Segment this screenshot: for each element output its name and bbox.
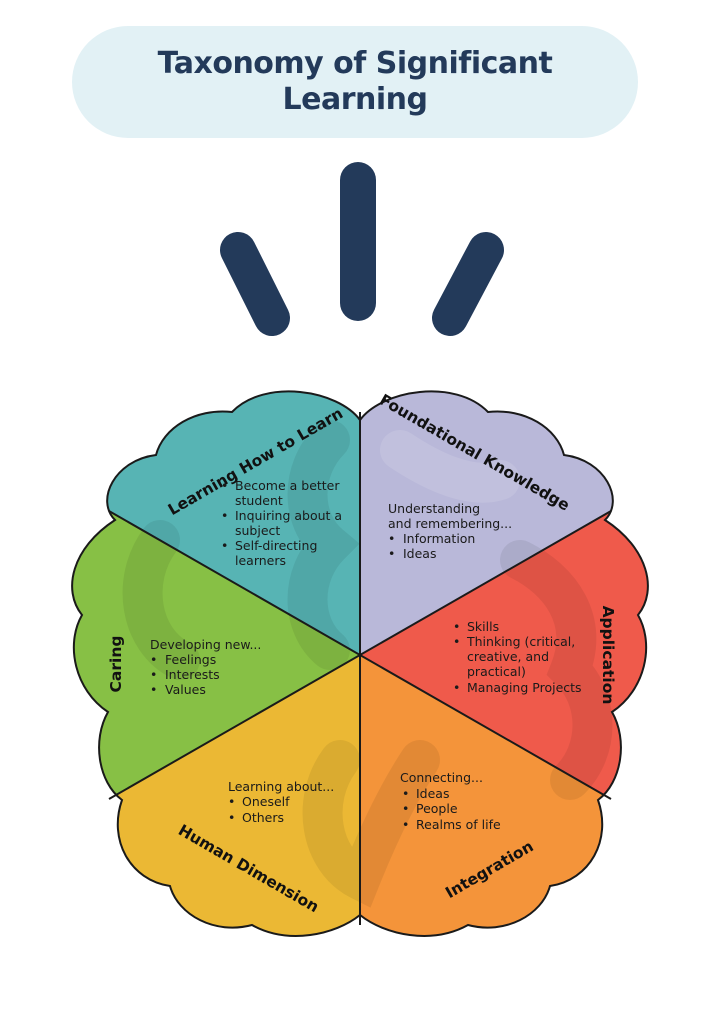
bullet: • (228, 794, 235, 809)
label-application: Application (599, 606, 617, 705)
list-item: Realms of life (416, 817, 501, 832)
segment-learning-how-to-learn (72, 391, 360, 655)
content-application: • Skills • Thinking (critical, creative,… (453, 619, 582, 695)
right-ray (432, 232, 504, 336)
list-item: student (235, 493, 283, 508)
list-item: Feelings (165, 652, 216, 667)
segment-caring (72, 425, 360, 885)
left-ray (220, 232, 290, 336)
bullet: • (150, 652, 157, 667)
bullet: • (402, 786, 409, 801)
bullet: • (453, 619, 460, 634)
bullet: • (228, 810, 235, 825)
bullet: • (388, 531, 395, 546)
bullet: • (150, 682, 157, 697)
intro-text: Developing new... (150, 637, 261, 652)
intro-text: Learning about... (228, 779, 334, 794)
segment-foundational-knowledge (360, 391, 648, 655)
content-foundational-knowledge: Understanding and remembering... • Infor… (388, 501, 512, 561)
content-integration: Connecting... • Ideas • People • Realms … (400, 770, 501, 832)
label-caring: Caring (107, 636, 125, 693)
brain-fold (380, 430, 520, 503)
bullet: • (150, 667, 157, 682)
segment-dividers (108, 412, 612, 925)
list-item: Become a better (235, 478, 340, 493)
brain-outline (71, 390, 649, 937)
bullet: • (221, 538, 228, 553)
bullet: • (388, 546, 395, 561)
content-learning-how-to-learn: • Become a better student • Inquiring ab… (221, 478, 342, 568)
content-human-dimension: Learning about... • Oneself • Others (228, 779, 334, 825)
bullet: • (453, 634, 460, 649)
intro-text: Connecting... (400, 770, 483, 785)
list-item: Oneself (242, 794, 290, 809)
brain-fold (122, 520, 200, 680)
list-item: Ideas (416, 786, 449, 801)
list-item: Values (165, 682, 206, 697)
brain-fold (287, 420, 360, 670)
bullet: • (453, 680, 460, 695)
title-line-2: Learning (282, 82, 428, 117)
list-item: learners (235, 553, 286, 568)
bullet: • (402, 801, 409, 816)
segment-application (360, 425, 648, 885)
list-item: Interests (165, 667, 220, 682)
list-item: Information (403, 531, 475, 546)
list-item: Self-directing (235, 538, 317, 553)
bullet: • (402, 817, 409, 832)
segment-integration (360, 655, 648, 936)
intro-text: and remembering... (388, 516, 512, 531)
bullet: • (221, 478, 228, 493)
list-item: practical) (467, 664, 526, 679)
idea-rays (220, 162, 504, 336)
list-item: Thinking (critical, (466, 634, 575, 649)
content-caring: Developing new... • Feelings • Interests… (150, 637, 261, 697)
list-item: subject (235, 523, 280, 538)
title-line-1: Taxonomy of Significant (157, 46, 553, 81)
list-item: Inquiring about a (235, 508, 342, 523)
list-item: Skills (467, 619, 499, 634)
list-item: Ideas (403, 546, 436, 561)
brain-fold (500, 540, 613, 800)
intro-text: Understanding (388, 501, 480, 516)
bullet: • (221, 508, 228, 523)
list-item: Managing Projects (467, 680, 582, 695)
list-item: creative, and (467, 649, 549, 664)
list-item: People (416, 801, 458, 816)
list-item: Others (242, 810, 284, 825)
title-banner: Taxonomy of Significant Learning (72, 26, 638, 138)
segment-human-dimension (72, 655, 360, 936)
